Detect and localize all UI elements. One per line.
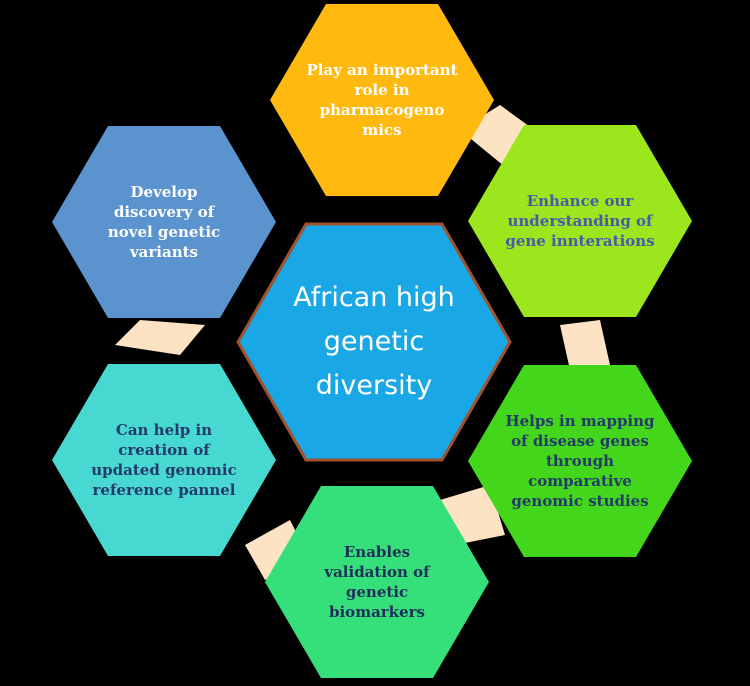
node-label-bottom: Enables validation of genetic biomarkers: [324, 543, 430, 621]
node-label-top-left: Develop discovery of novel genetic varia…: [107, 183, 221, 261]
center-label: African high genetic diversity: [293, 282, 455, 401]
hexagon-top-left: [52, 126, 276, 318]
connector-bottom-left-to-top-left: [115, 320, 205, 355]
node-label-bottom-left: Can help in creation of updated genomic …: [91, 421, 237, 499]
node-label-top-right: Enhance our understanding of gene innter…: [505, 192, 655, 250]
connector-top-right-to-bottom-right: [560, 320, 610, 370]
hexagon-top-right: [468, 125, 692, 317]
node-label-top: Play an important role in pharmacogeno m…: [306, 61, 458, 139]
hexagon-top: [270, 4, 494, 196]
hexagon-center: [236, 222, 512, 462]
node-label-bottom-right: Helps in mapping of disease genes throug…: [505, 412, 655, 510]
hexagon-bottom: [265, 486, 489, 678]
hexagon-bottom-right: [468, 365, 692, 557]
hexagon-bottom-left: [52, 364, 276, 556]
